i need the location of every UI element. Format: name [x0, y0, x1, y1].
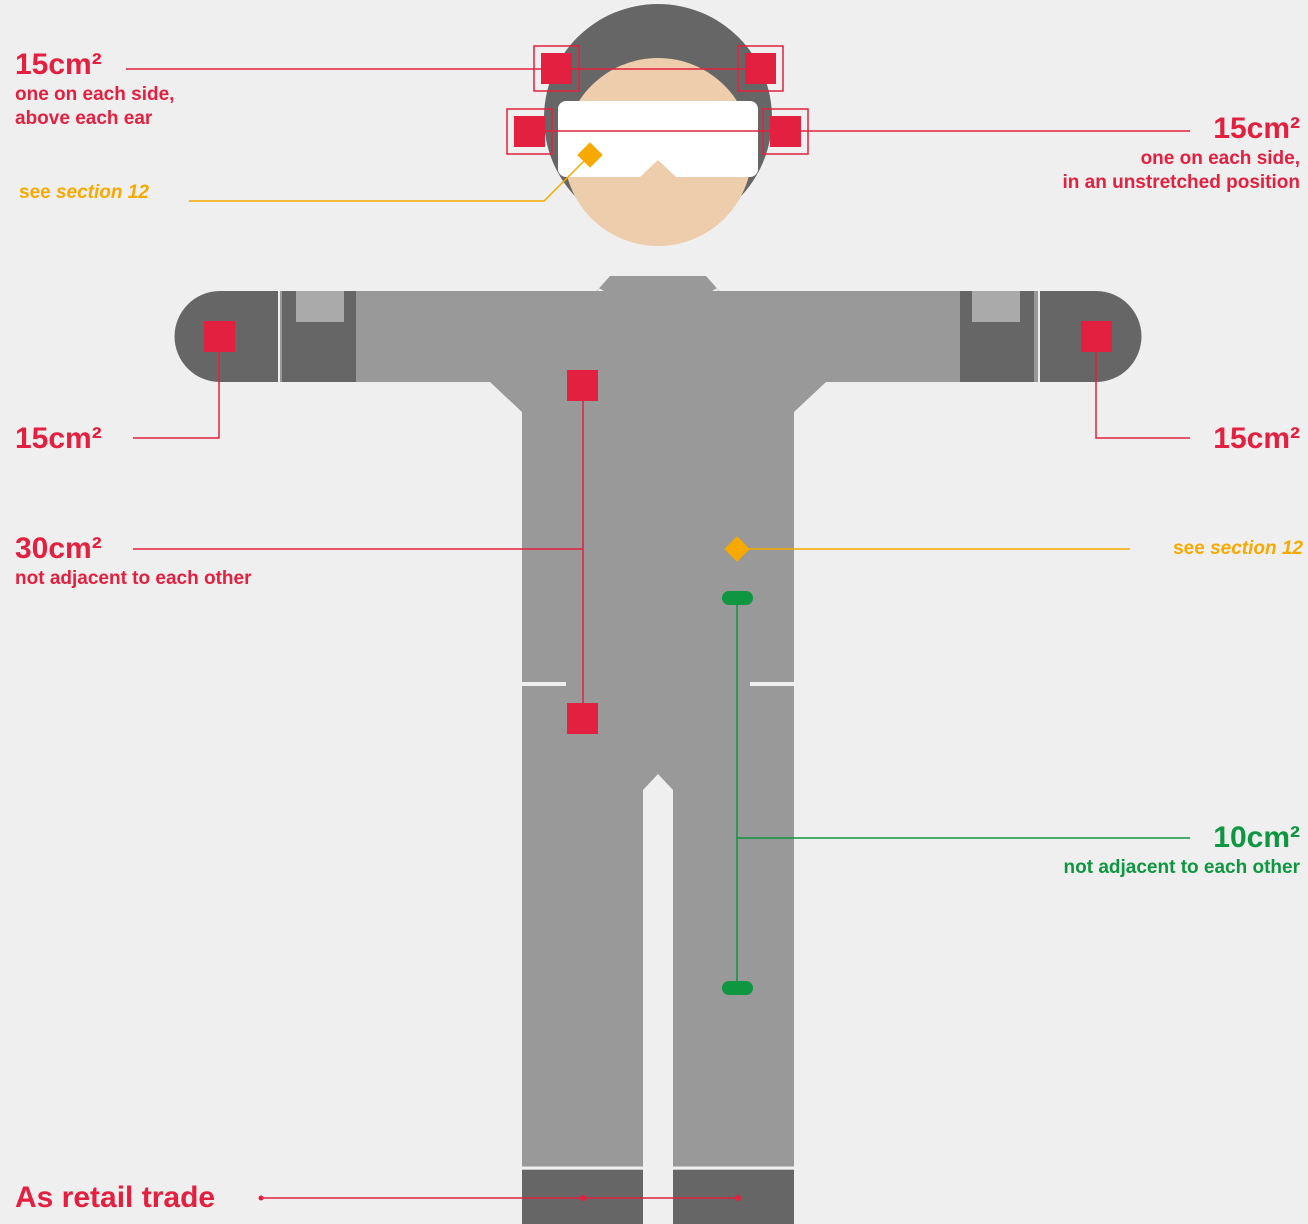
chest-note-ref: section 12 [1210, 538, 1303, 559]
leg-green-size: 10cm² [1064, 822, 1300, 854]
front-torso-note: not adjacent to each other [15, 565, 251, 592]
chest-section-note: see section 12 [1173, 535, 1303, 562]
chest-note-prefix: see [1173, 538, 1210, 559]
visor-strap-callout: 15cm² one on each side, in an unstretche… [1062, 113, 1300, 196]
right-arm-size: 15cm² [1213, 423, 1300, 455]
left-arm-size: 15cm² [15, 423, 102, 455]
visor-note-ref: section 12 [56, 182, 149, 203]
visor-strap-size: 15cm² [1062, 113, 1300, 145]
left-arm-marker [204, 321, 235, 352]
visor-note-prefix: see [19, 182, 56, 203]
head-side-note-2: above each ear [15, 105, 174, 132]
hip-marker [567, 703, 598, 734]
right-arm-marker [1081, 321, 1112, 352]
leg-marker-top [722, 591, 753, 605]
front-torso-size: 30cm² [15, 533, 251, 565]
head-side-size: 15cm² [15, 49, 174, 81]
leader-lines-green [737, 605, 1190, 981]
visor-strap-note-1: one on each side, [1062, 145, 1300, 172]
race-suit [175, 276, 1142, 1224]
visor-strap-note-2: in an unstretched position [1062, 169, 1300, 196]
visor-section-note: see section 12 [19, 179, 149, 206]
leg-green-note: not adjacent to each other [1064, 854, 1300, 881]
chest-marker [567, 370, 598, 401]
leg-marker-bottom [722, 981, 753, 995]
head-side-callout: 15cm² one on each side, above each ear [15, 49, 174, 132]
head-side-note-1: one on each side, [15, 81, 174, 108]
boots-note: As retail trade [15, 1182, 215, 1214]
leg-green-callout: 10cm² not adjacent to each other [1064, 822, 1300, 881]
front-torso-callout: 30cm² not adjacent to each other [15, 533, 251, 592]
